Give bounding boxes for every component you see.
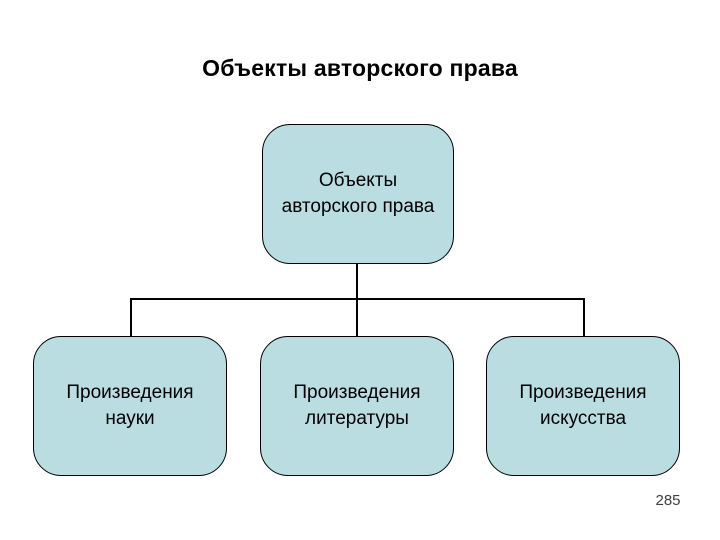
diagram-node-science-label: Произведения науки <box>66 382 194 429</box>
diagram-node-science: Произведения науки <box>33 336 227 476</box>
diagram-node-root: Объекты авторского права <box>262 124 454 264</box>
diagram-node-art-label: Произведения искусства <box>519 382 647 429</box>
connector-root-stem <box>356 264 358 336</box>
connector-drop-left <box>130 298 132 336</box>
page-number: 285 <box>655 492 681 509</box>
slide-title: Объекты авторского права <box>202 55 518 81</box>
diagram-node-literature-label: Произведения литературы <box>293 382 421 429</box>
connector-horizontal-bar <box>130 298 585 300</box>
connector-drop-right <box>583 298 585 336</box>
diagram-node-art: Произведения искусства <box>486 336 680 476</box>
diagram-node-literature: Произведения литературы <box>260 336 454 476</box>
diagram-node-root-label: Объекты авторского права <box>281 170 435 217</box>
